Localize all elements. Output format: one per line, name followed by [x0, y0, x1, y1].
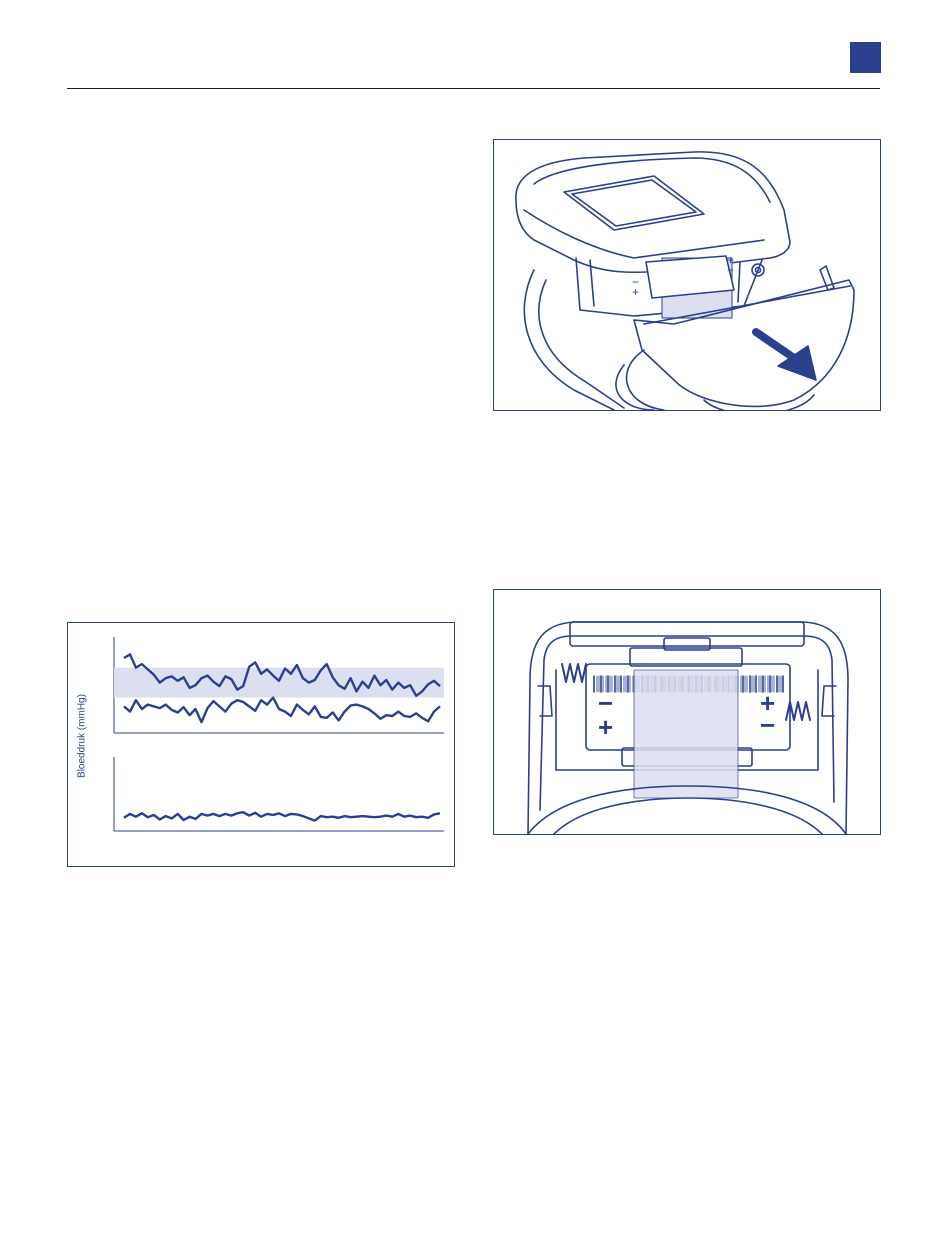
battery-compartment-icon: − + + −	[494, 590, 880, 834]
series-line-upper-2	[124, 698, 440, 723]
left-plus-sign: +	[598, 712, 613, 742]
y-axis-label: Bloeddruk (mmHg)	[77, 694, 88, 778]
square-marker-icon	[850, 42, 881, 73]
battery-compartment-figure: − + + −	[493, 589, 881, 835]
header-rule	[67, 88, 880, 89]
series-line-lower-1	[124, 812, 440, 820]
blood-pressure-monitor-open-lid-icon: − + + −	[494, 140, 880, 410]
normal-range-band	[114, 668, 444, 698]
chart-canvas	[68, 623, 454, 866]
device-figure: − + + −	[493, 139, 881, 411]
top-right-minus: −	[727, 263, 734, 277]
top-left-plus: +	[632, 285, 639, 299]
right-minus-sign: −	[760, 710, 775, 740]
blood-pressure-chart	[67, 622, 455, 867]
